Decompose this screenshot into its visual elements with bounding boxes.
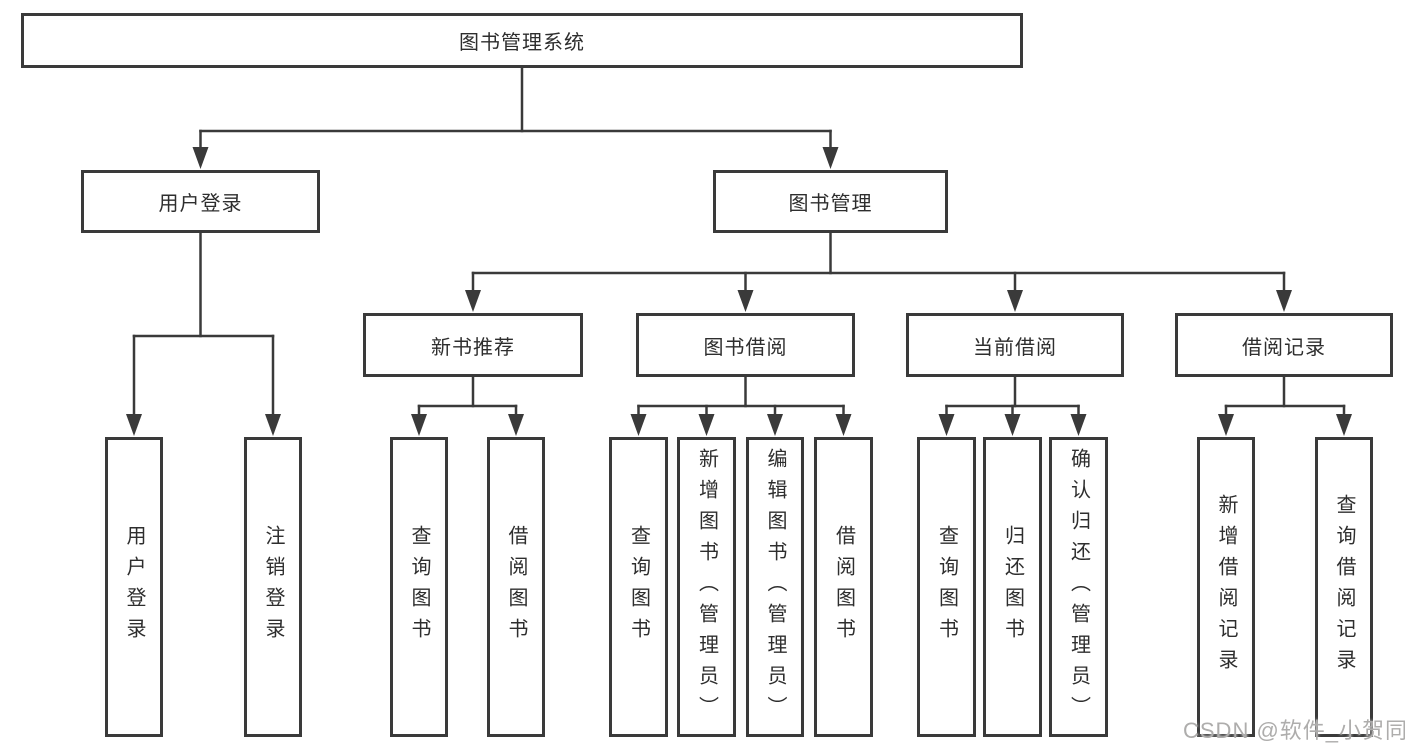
- connector-arrowhead: [767, 414, 783, 436]
- node-borrowing-records-label: 借阅记录: [1242, 336, 1326, 359]
- leaf-borrow-books-1: 借阅图书: [487, 437, 545, 737]
- leaf-add-book-admin: 新增图书（管理员）: [677, 437, 736, 737]
- connector-arrowhead: [938, 414, 955, 436]
- node-user-login-label: 用户登录: [158, 193, 243, 215]
- leaf-return-book: 归还图书: [983, 437, 1042, 737]
- connector-arrowhead: [465, 290, 481, 312]
- leaf-query-borrow-record: 查询借阅记录: [1315, 437, 1373, 737]
- connector-arrowhead: [411, 414, 427, 436]
- leaf-query-books-3-label: 查询图书: [935, 525, 958, 649]
- csdn-watermark: CSDN @软件_小贺同学: [1183, 718, 1405, 743]
- node-book-management: 图书管理: [713, 170, 948, 233]
- connector-arrowhead: [1007, 290, 1023, 312]
- leaf-borrow-books-2: 借阅图书: [814, 437, 873, 737]
- node-root: 图书管理系统: [21, 13, 1023, 68]
- leaf-query-books-3: 查询图书: [917, 437, 976, 737]
- leaf-user-login: 用户登录: [105, 437, 163, 737]
- leaf-query-borrow-record-label: 查询借阅记录: [1333, 494, 1355, 680]
- leaf-confirm-return-admin: 确认归还（管理员）: [1049, 437, 1108, 737]
- leaf-add-borrow-record-label: 新增借阅记录: [1215, 494, 1237, 680]
- node-book-borrowing-label: 图书借阅: [703, 336, 788, 359]
- leaf-query-books-2: 查询图书: [609, 437, 668, 737]
- node-new-book-recommendation: 新书推荐: [363, 313, 583, 377]
- leaf-return-book-label: 归还图书: [1001, 525, 1024, 649]
- leaf-edit-book-admin: 编辑图书（管理员）: [746, 437, 804, 737]
- node-book-management-label: 图书管理: [788, 193, 873, 215]
- connector-arrowhead: [1004, 414, 1021, 436]
- connector-arrowhead: [1070, 414, 1087, 436]
- connector-arrowhead: [698, 414, 715, 436]
- leaf-borrow-books-1-label: 借阅图书: [505, 525, 527, 649]
- node-current-borrowing-label: 当前借阅: [973, 336, 1057, 359]
- connector-arrowhead: [1336, 414, 1352, 436]
- leaf-add-book-admin-label: 新增图书（管理员）: [695, 447, 718, 727]
- leaf-query-books-1-label: 查询图书: [408, 525, 430, 649]
- connector-arrowhead: [835, 414, 852, 436]
- connector-arrowhead: [508, 414, 524, 436]
- node-current-borrowing: 当前借阅: [906, 313, 1124, 377]
- node-borrowing-records: 借阅记录: [1175, 313, 1393, 377]
- connector-arrowhead: [192, 147, 209, 169]
- connector-arrowhead: [737, 290, 754, 312]
- leaf-confirm-return-admin-label: 确认归还（管理员）: [1067, 447, 1090, 727]
- connector-arrowhead: [1218, 414, 1234, 436]
- connector-arrowhead: [265, 414, 281, 436]
- node-user-login: 用户登录: [81, 170, 320, 233]
- leaf-logout-label: 注销登录: [262, 525, 284, 649]
- leaf-user-login-label: 用户登录: [123, 525, 145, 649]
- connector-arrowhead: [822, 147, 839, 169]
- connector-arrowhead: [1276, 290, 1292, 312]
- node-book-borrowing: 图书借阅: [636, 313, 855, 377]
- node-root-label: 图书管理系统: [459, 32, 585, 54]
- leaf-edit-book-admin-label: 编辑图书（管理员）: [764, 447, 786, 727]
- leaf-logout: 注销登录: [244, 437, 302, 737]
- leaf-borrow-books-2-label: 借阅图书: [832, 525, 855, 649]
- node-new-book-recommendation-label: 新书推荐: [431, 336, 515, 359]
- connector-arrowhead: [126, 414, 142, 436]
- leaf-query-books-2-label: 查询图书: [627, 525, 650, 649]
- leaf-add-borrow-record: 新增借阅记录: [1197, 437, 1255, 737]
- leaf-query-books-1: 查询图书: [390, 437, 448, 737]
- connector-arrowhead: [630, 414, 647, 436]
